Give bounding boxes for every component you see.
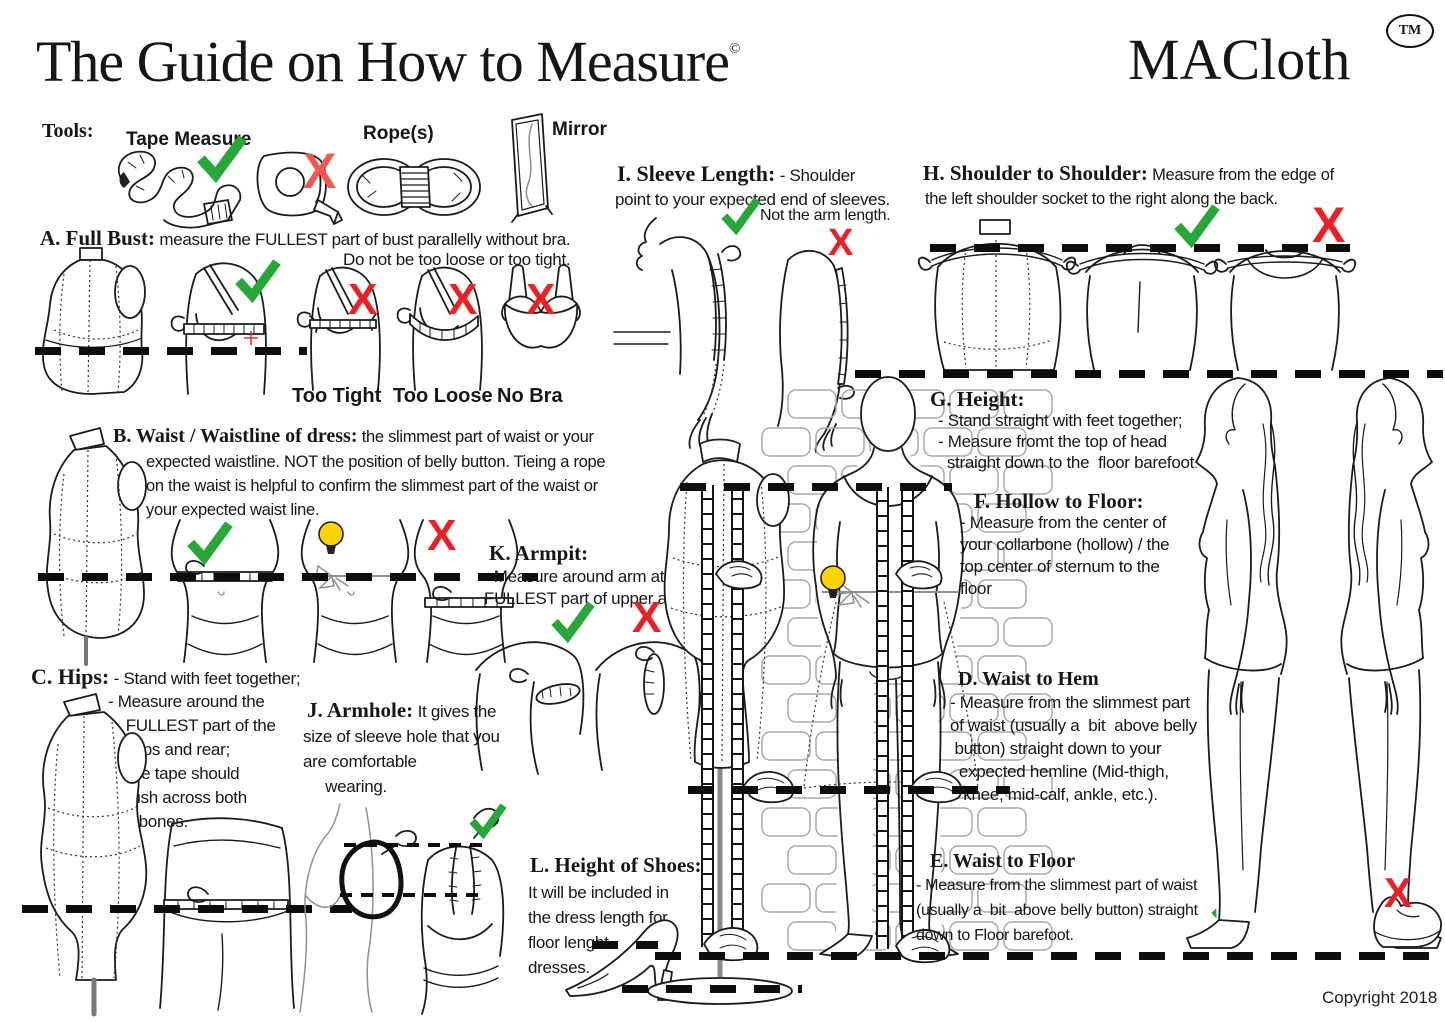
section-waist-to-floor-heading: E. Waist to Floor [930,850,1076,872]
section-shoulder-body: the left shoulder socket to the right al… [925,190,1278,208]
section-height-body: - Stand straight with feet together; - M… [938,411,1199,472]
x-icon: X [303,143,337,199]
bust-too-loose-illustration [396,266,483,391]
hollow-line-dash [680,483,952,491]
section-height-heading: G. Height: [930,387,1025,411]
check-icon [1174,204,1220,249]
tool-rope-label: Rope(s) [363,123,434,144]
heel-line-dash [592,941,658,949]
trademark-badge: TM [1386,14,1434,48]
check-icon [235,259,281,304]
check-icon [187,521,233,566]
section-shoulder-heading: H. Shoulder to Shoulder: Measure from th… [923,161,1334,185]
section-armpit-heading: K. Armpit: [489,541,589,565]
hips-line-dash [22,905,352,913]
sleeve-length-illustration [613,217,855,453]
check-icon [469,803,507,840]
dress-form-waist-illustration [45,427,147,666]
check-icon [197,135,247,184]
profile-figures-illustration [1186,377,1442,949]
waist-line-dash [38,573,538,581]
caption-too-tight: Too Tight [292,385,382,407]
bust-line-dash [35,347,307,355]
floor-line-dash [655,952,1443,960]
dress-form-bust-illustration [42,247,146,395]
caption-too-loose: Too Loose [393,385,493,407]
retractable-tape-illustration [256,151,343,225]
armhole-top-dash [344,843,486,847]
dress-form-hips-illustration [40,693,148,1017]
armpit-measure-illustration [475,641,701,775]
section-shoes-body: It will be included in the dress length … [528,883,669,977]
rope-illustration [347,158,481,216]
armhole-illustration [299,803,505,1015]
section-hollow-body: - Measure from the center of your collar… [960,513,1170,598]
hem-line-dash [688,786,1010,794]
x-icon: X [1312,197,1346,253]
bra-illustration [501,264,581,349]
x-icon: X [632,593,662,642]
copyright-text: Copyright 2018 [1322,988,1438,1007]
hand-icon [895,560,943,590]
page-title: The Guide on How to Measure© [36,29,740,94]
section-waist-to-hem-heading: D. Waist to Hem [958,668,1099,690]
x-icon: X [448,275,478,324]
bust-too-tight-illustration [296,266,381,391]
hand-icon [715,560,763,590]
hanging-tape-3 [876,487,889,949]
shoulder-to-shoulder-illustration [917,219,1357,371]
hanging-tape-1 [701,485,714,947]
hanging-tape-4 [901,487,914,949]
section-waist-to-floor-body: - Measure from the slimmest part of wais… [916,877,1198,944]
tools-label: Tools: [42,120,94,142]
tool-tape-measure-label: Tape Measure [126,129,252,150]
bust-measure-correct-illustration [170,262,267,395]
x-icon: X [828,222,854,264]
check-icon [551,601,595,644]
lightbulb-icon [820,565,846,598]
x-icon: X [427,511,457,560]
section-waist-to-hem-body: - Measure from the slimmest part of wais… [950,693,1197,804]
section-armhole-body: size of sleeve hole that you are comfort… [303,727,500,796]
tool-mirror-label: Mirror [552,119,607,140]
section-sleeve-note: Not the arm length. [760,207,891,224]
mirror-illustration [511,113,553,223]
section-shoes-heading: L. Height of Shoes: [530,853,702,877]
x-icon: X [1384,869,1413,916]
lightbulb-icon [318,521,344,554]
x-icon: X [526,275,556,324]
section-hollow-heading: F. Hollow to Floor: [974,489,1144,513]
section-sleeve-heading: I. Sleeve Length: - Shoulder [617,161,856,186]
section-armhole-heading: J. Armhole: It gives the [307,698,497,722]
waist-rope-illustration [300,519,410,663]
pedestal-line-dash [622,985,802,993]
section-full-bust-line2: Do not be too loose or too tight. [343,250,571,269]
section-sleeve-body: point to your expected end of sleeves. [615,190,890,209]
section-hips-heading: C. Hips: - Stand with feet together; [31,664,301,689]
x-icon: X [348,275,378,324]
brand-logo: MACloth [1128,27,1351,92]
head-top-line-dash [855,370,1443,378]
tape-end-marker-icon [244,331,258,345]
hanging-tape-2 [731,485,744,947]
copyright-symbol: © [729,41,740,57]
section-waist-body: expected waistline. NOT the position of … [146,453,606,519]
soft-tape-measure-illustration [117,150,242,229]
section-full-bust-heading: A. Full Bust: measure the FULLEST part o… [40,226,571,250]
caption-no-bra: No Bra [497,385,563,407]
check-icon [721,197,761,236]
armhole-bottom-dash [340,893,486,897]
shoulder-line-dash [930,244,1350,252]
section-waist-heading: B. Waist / Waistline of dress: the slimm… [113,425,594,447]
